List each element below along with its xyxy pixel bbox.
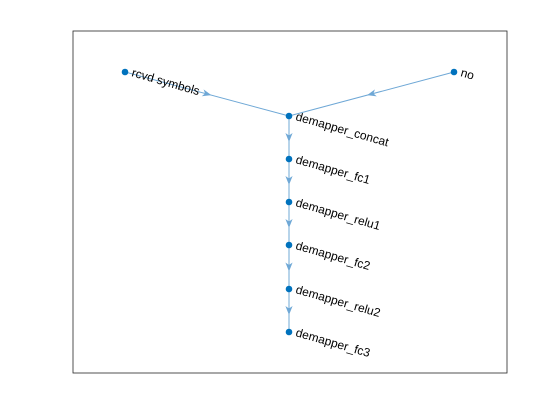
edge-arrowhead-concat-to-fc1 <box>285 133 293 142</box>
node-fc3 <box>285 328 293 336</box>
edge-arrowhead-relu2-to-fc3 <box>285 306 293 315</box>
node-rcvd <box>121 68 129 76</box>
node-relu1 <box>285 198 293 206</box>
node-fc1 <box>285 155 293 163</box>
edge-arrowhead-relu1-to-fc2 <box>285 219 293 228</box>
node-no <box>450 68 458 76</box>
node-relu2 <box>285 285 293 293</box>
edge-arrowhead-rcvd-to-concat <box>201 89 212 97</box>
edge-arrowhead-no-to-concat <box>367 89 377 97</box>
edge-arrowhead-fc1-to-relu1 <box>285 176 293 185</box>
node-concat <box>285 112 293 120</box>
edges-layer <box>124 71 455 332</box>
node-label-no: no <box>459 65 476 82</box>
node-fc2 <box>285 241 293 249</box>
nodes-layer <box>121 68 458 336</box>
edge-arrowhead-fc2-to-relu2 <box>285 262 293 272</box>
